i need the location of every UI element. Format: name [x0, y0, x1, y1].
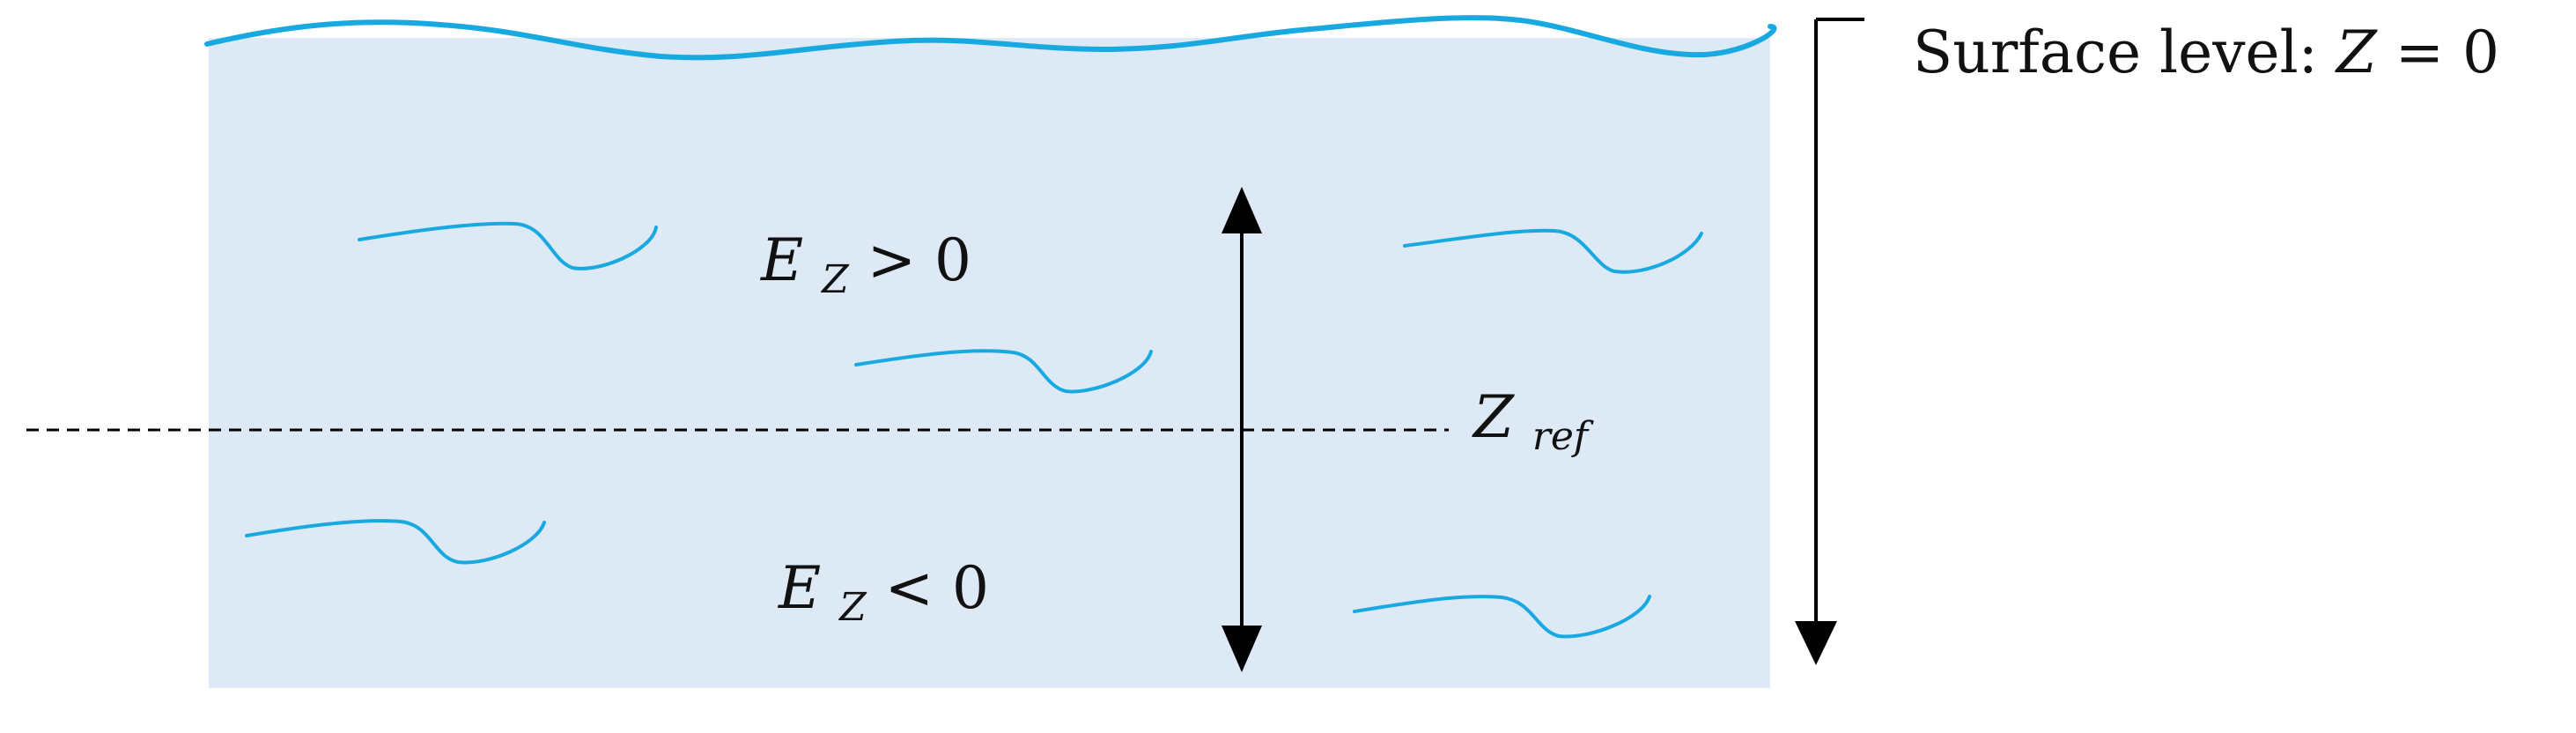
ez-positive-label: E Z > 0 [760, 226, 971, 307]
double-arrow-icon [1222, 187, 1262, 672]
organism-squiggle-icon [245, 519, 546, 565]
organism-squiggle-icon [854, 349, 1153, 394]
organism-squiggle-icon [358, 221, 658, 270]
organism-squiggle-icon [1403, 228, 1703, 274]
surface-level-label: Surface level: Z = 0 [1913, 19, 2499, 86]
ez-negative-label: E Z < 0 [778, 554, 989, 634]
water-body [209, 38, 1770, 688]
zref-label: Z ref [1472, 383, 1594, 459]
organism-squiggle-icon [1353, 595, 1651, 639]
downward-arrow-icon [1795, 18, 1864, 665]
surface-wave-line [204, 15, 1777, 61]
